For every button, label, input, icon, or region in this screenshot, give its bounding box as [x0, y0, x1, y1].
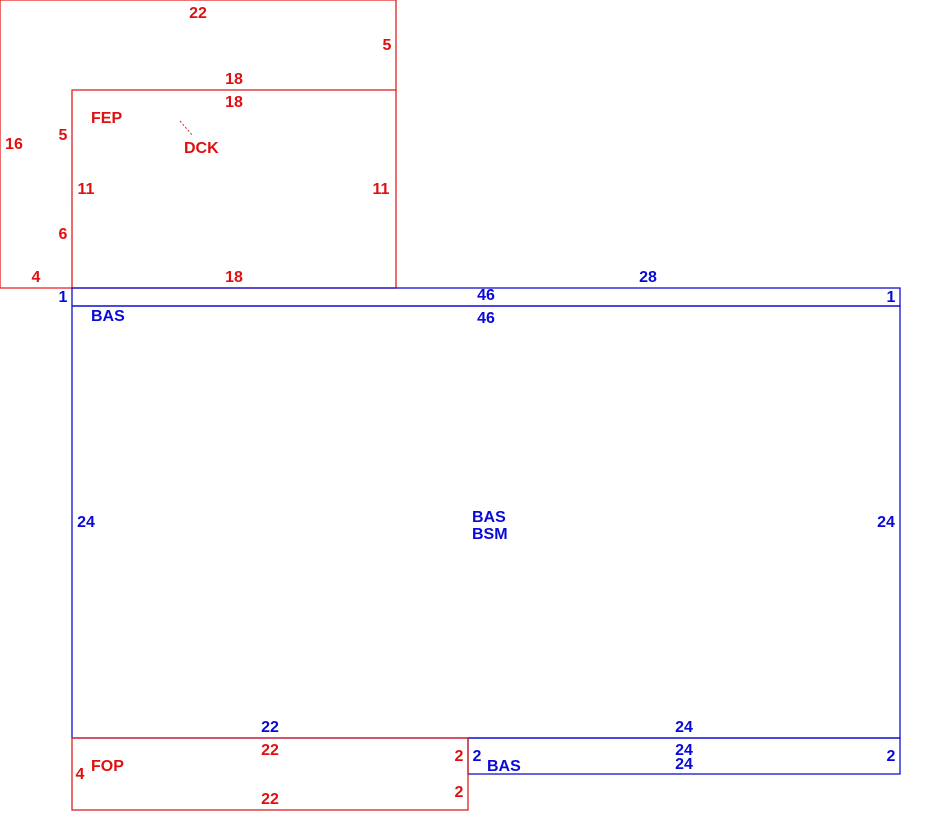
fep-dim-inner-top: 18	[225, 71, 243, 88]
dck-leader-line	[179, 120, 194, 137]
fop-outline	[71, 737, 469, 811]
dck-dim-top: 18	[225, 94, 243, 111]
main-code-bsm: BSM	[472, 526, 508, 543]
fop-dim-right-upper: 2	[455, 748, 464, 765]
bas-strip-dim-left: 1	[59, 289, 68, 306]
fep-dim-right: 5	[383, 37, 392, 54]
dck-dim-left: 11	[78, 181, 95, 198]
fep-dim-top: 22	[189, 5, 207, 22]
fop-outline-group	[71, 737, 469, 811]
fep-dim-left: 16	[5, 136, 23, 153]
bas-bottom-dim-bottom: 24	[675, 756, 693, 773]
fep-outline	[0, 0, 397, 289]
fop-dim-bottom: 22	[261, 791, 279, 808]
dck-code: DCK	[184, 140, 219, 157]
main-code-bas: BAS	[472, 509, 506, 526]
dck-dim-bottom: 18	[225, 269, 243, 286]
bas-strip-dim-right: 1	[887, 289, 896, 306]
fop-dim-left: 4	[76, 766, 85, 783]
dck-dim-right: 11	[373, 181, 390, 198]
bas-strip-dim-bottom: 46	[477, 310, 495, 327]
red-labels: 22 5 18 18 16 5 6 4 FEP DCK 11 11 18 22 …	[5, 5, 463, 808]
fep-code: FEP	[91, 110, 122, 127]
bas-strip-dim-top: 28	[639, 269, 657, 286]
main-dim-left: 24	[77, 514, 95, 531]
fop-dim-top: 22	[261, 742, 279, 759]
main-dim-bottom-right: 24	[675, 719, 693, 736]
fep-dim-bottom-stub: 4	[32, 269, 41, 286]
fep-dim-left-lower: 6	[59, 226, 68, 243]
bas-bottom-dim-left: 2	[473, 748, 482, 765]
fop-code: FOP	[91, 758, 124, 775]
fop-dim-right-lower: 2	[455, 784, 464, 801]
bas-bottom-code: BAS	[487, 758, 521, 775]
fep-dim-left-upper: 5	[59, 127, 68, 144]
bas-bottom-dim-right: 2	[887, 748, 896, 765]
bas-strip-code: BAS	[91, 308, 125, 325]
bas-bottom-dim-top: 24	[675, 742, 693, 759]
blue-labels: 28 1 46 1 46 BAS 24 24 BAS BSM 22 24 2 2…	[59, 269, 896, 775]
main-dim-bottom-left: 22	[261, 719, 279, 736]
main-dim-right: 24	[877, 514, 895, 531]
bas-strip-dim-top-inner: 46	[477, 287, 495, 304]
